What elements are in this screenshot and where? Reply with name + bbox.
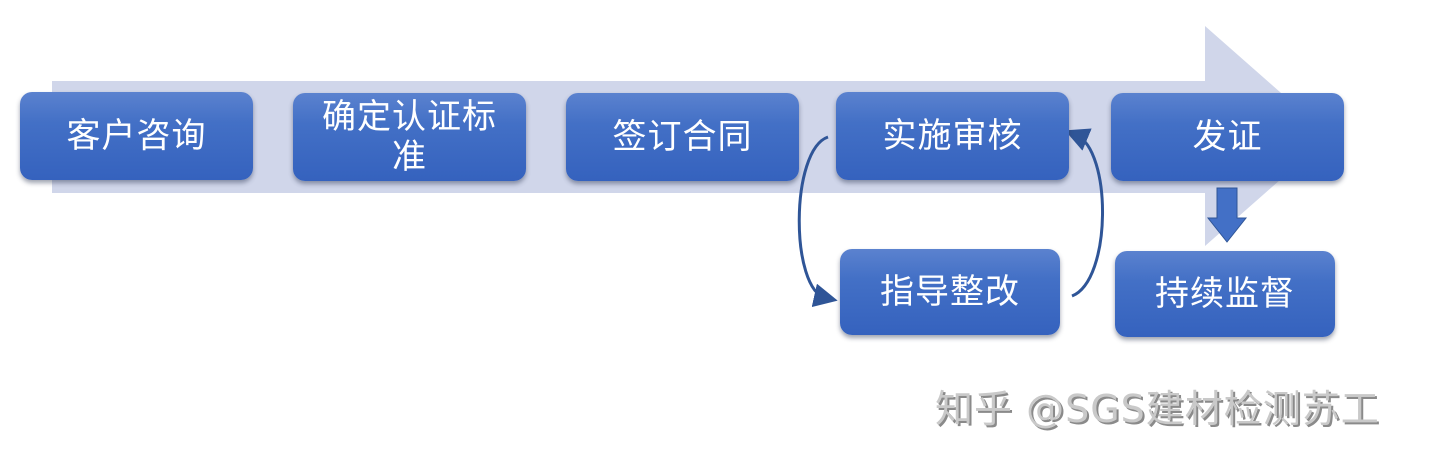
curved-arrow-audit-to-rectify-icon (797, 135, 838, 308)
step-guide-rectification: 指导整改 (840, 249, 1060, 335)
node-label: 签订合同 (612, 117, 753, 157)
node-label: 客户咨询 (66, 116, 207, 156)
watermark: 知乎 @SGS建材检测苏工 (935, 387, 1380, 431)
curved-arrow-rectify-to-audit-icon (1064, 128, 1104, 298)
node-label: 实施审核 (882, 116, 1023, 156)
step-conduct-audit: 实施审核 (836, 92, 1069, 180)
step-determine-standard: 确定认证标准 (293, 93, 526, 181)
down-block-arrow-icon (1206, 187, 1248, 243)
node-label: 确定认证标准 (322, 97, 497, 177)
node-label: 发证 (1192, 117, 1263, 157)
step-sign-contract: 签订合同 (566, 93, 799, 181)
node-label: 持续监督 (1155, 274, 1295, 314)
step-issue-certificate: 发证 (1111, 93, 1344, 181)
step-continuous-supervision: 持续监督 (1115, 251, 1335, 337)
node-label: 指导整改 (880, 272, 1020, 312)
step-customer-consultation: 客户咨询 (20, 92, 253, 180)
